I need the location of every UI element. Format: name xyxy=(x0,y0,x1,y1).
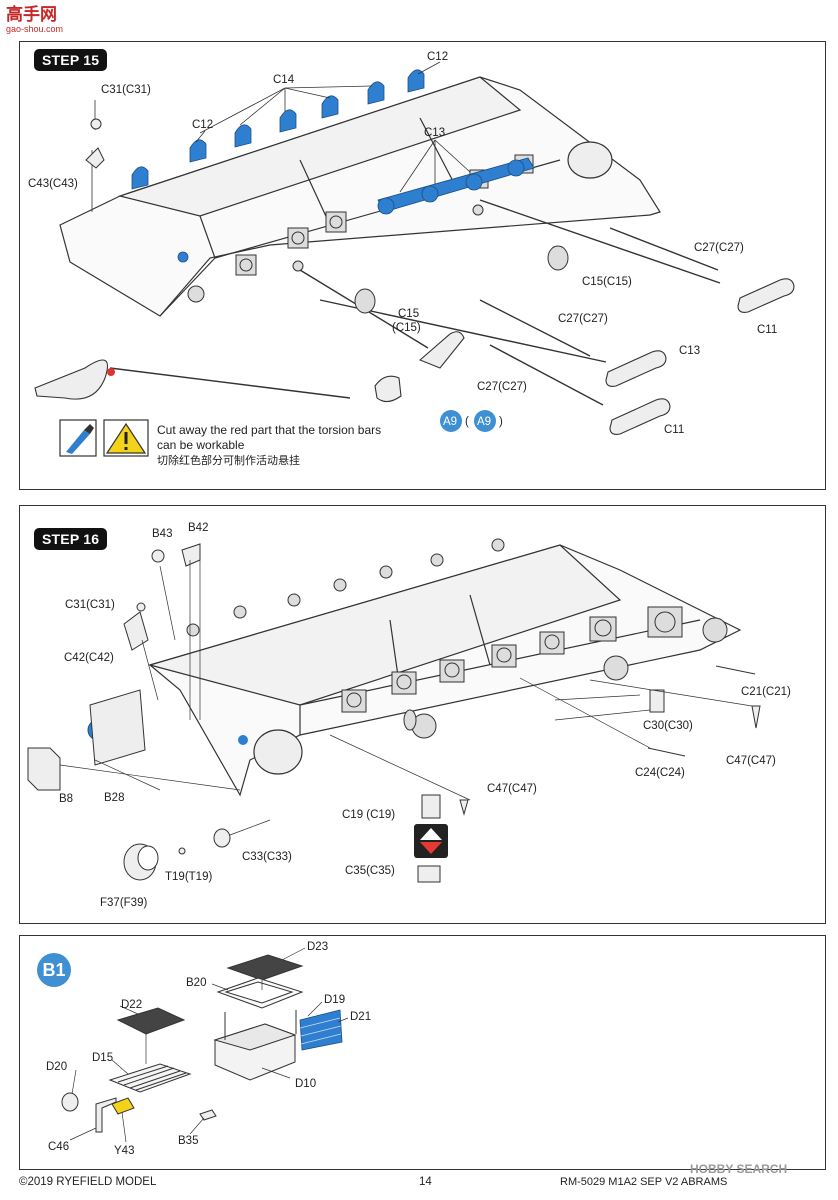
a9-circle-2 xyxy=(474,410,496,432)
label-d22: D22 xyxy=(121,999,142,1011)
b35-part xyxy=(199,1109,217,1121)
b1-badge: B1 xyxy=(37,953,71,987)
label-c30: C30(C30) xyxy=(643,720,693,732)
label-c46: C46 xyxy=(48,1141,69,1153)
label-c27-c: C27(C27) xyxy=(477,381,527,393)
flip-arrow-icon xyxy=(414,824,448,858)
d15-mesh xyxy=(108,1063,192,1093)
label-c21: C21(C21) xyxy=(741,686,791,698)
left-parts-step16 xyxy=(27,543,201,791)
footer-product: RM-5029 M1A2 SEP V2 ABRAMS xyxy=(560,1176,728,1188)
label-f37: F37(F39) xyxy=(100,897,147,909)
c31-c43-parts xyxy=(85,118,105,169)
note-en-line-1: Cut away the red part that the torsion b… xyxy=(157,423,382,437)
label-c47-b: C47(C47) xyxy=(487,783,537,795)
d21-parts xyxy=(299,1009,343,1051)
d20-part xyxy=(61,1092,79,1112)
label-c42: C42(C42) xyxy=(64,652,114,664)
label-d21: D21 xyxy=(350,1011,371,1023)
footer-copyright: ©2019 RYEFIELD MODEL xyxy=(19,1176,157,1188)
label-c11-a: C11 xyxy=(757,324,777,336)
label-c15-a: C15(C15) xyxy=(582,276,632,288)
label-c47-a: C47(C47) xyxy=(726,755,776,767)
label-b20: B20 xyxy=(186,977,206,989)
warning-icon xyxy=(103,419,149,457)
label-d10: D10 xyxy=(295,1078,316,1090)
logo-subtext: gao-shou.com xyxy=(6,24,63,34)
label-c19: C19 (C19) xyxy=(342,809,395,821)
label-c15-b1: C15 xyxy=(398,308,419,320)
site-logo: 高手网 gao-shou.com xyxy=(0,0,90,36)
d10-box xyxy=(213,1010,297,1081)
label-d23: D23 xyxy=(307,941,328,953)
b1-panel xyxy=(19,935,826,1170)
label-d20: D20 xyxy=(46,1061,67,1073)
y43-part xyxy=(111,1097,135,1115)
watermark-hobby-search: HOBBY SEARCH xyxy=(690,1162,788,1176)
note-cn: 切除红色部分可制作活动悬挂 xyxy=(157,454,300,467)
label-b43: B43 xyxy=(152,528,172,540)
step-15-note: Cut away the red part that the torsion b… xyxy=(157,423,381,468)
leader-lines-b1 xyxy=(69,947,349,1143)
label-c31-step16: C31(C31) xyxy=(65,599,115,611)
step-15-title: STEP 15 xyxy=(34,49,108,71)
label-b28: B28 xyxy=(104,792,124,804)
label-c12-b: C12 xyxy=(192,119,213,131)
label-c31-step15: C31(C31) xyxy=(101,84,151,96)
label-d19: D19 xyxy=(324,994,345,1006)
leader-lines-step16 xyxy=(59,560,753,836)
c15-wheels xyxy=(292,204,569,314)
step-16-title: STEP 16 xyxy=(34,528,108,550)
label-c14: C14 xyxy=(273,74,295,86)
suspension-arms xyxy=(34,278,795,435)
c46-part xyxy=(95,1097,117,1133)
d22-plate xyxy=(116,1007,186,1035)
bottom-parts-step16 xyxy=(123,665,761,883)
a9-circle-1 xyxy=(440,410,462,432)
label-c12-a: C12 xyxy=(427,51,448,63)
label-c24: C24(C24) xyxy=(635,767,685,779)
a9-label-1: A9 xyxy=(443,416,457,428)
label-d15: D15 xyxy=(92,1052,113,1064)
label-y43: Y43 xyxy=(114,1145,134,1157)
a9-paren-open: ( xyxy=(465,416,469,428)
label-t19: T19(T19) xyxy=(165,871,212,883)
d23-plate xyxy=(226,954,304,981)
label-c27-a: C27(C27) xyxy=(694,242,744,254)
footer-page-number: 14 xyxy=(419,1176,432,1188)
label-c11-b: C11 xyxy=(664,424,684,436)
note-en-line-2: can be workable xyxy=(157,438,245,452)
label-c15-b2: (C15) xyxy=(392,322,421,334)
label-c13-b: C13 xyxy=(679,345,700,357)
red-cut-mark xyxy=(107,368,115,376)
knife-icon xyxy=(59,419,97,457)
c14-parts xyxy=(131,69,535,263)
label-b35: B35 xyxy=(178,1135,198,1147)
label-c13-a: C13 xyxy=(424,127,445,139)
b20-frame xyxy=(216,977,304,1009)
logo-text: 高手网 xyxy=(6,4,57,25)
label-c33: C33(C33) xyxy=(242,851,292,863)
label-c35: C35(C35) xyxy=(345,865,395,877)
label-c27-b: C27(C27) xyxy=(558,313,608,325)
label-b8: B8 xyxy=(59,793,73,805)
a9-label-2: A9 xyxy=(477,416,491,428)
a9-paren-close: ) xyxy=(499,416,503,428)
label-c43: C43(C43) xyxy=(28,178,78,190)
label-b42: B42 xyxy=(188,522,208,534)
hub-group-step16 xyxy=(341,606,728,739)
hull-step15 xyxy=(59,76,661,317)
